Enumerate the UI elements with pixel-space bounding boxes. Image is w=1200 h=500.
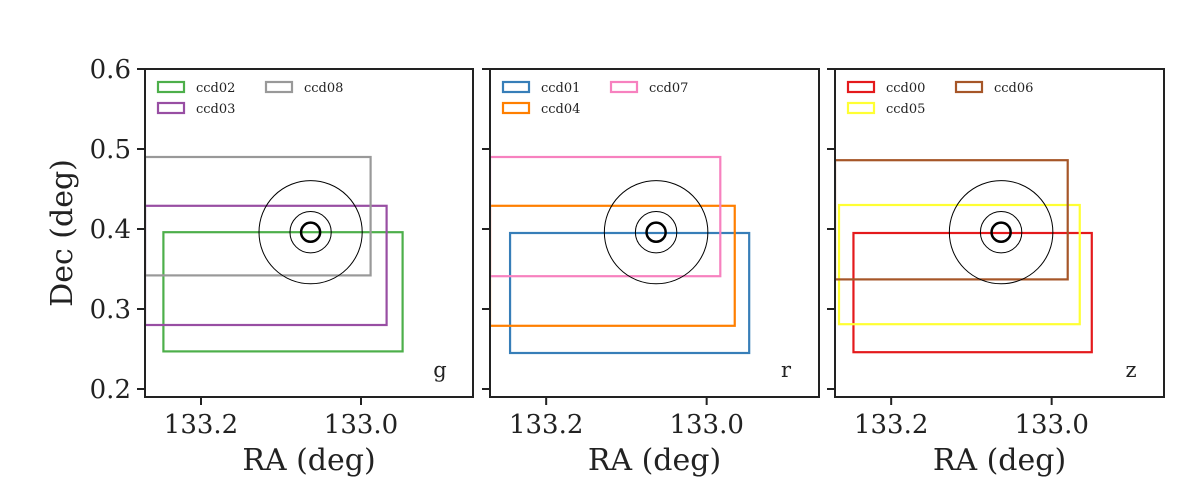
legend-label-ccd01: ccd01 — [541, 81, 580, 96]
target-circle-1 — [289, 211, 332, 254]
x-tick-label: 133.0 — [324, 410, 398, 440]
footprint-ccd02 — [162, 231, 404, 353]
x-tick-label: 133.2 — [509, 410, 583, 440]
panel-z: 133.2 133.0RA (deg) ccd00 ccd05 ccd06 z — [827, 68, 1165, 478]
y-tick-label: 0.3 — [90, 295, 131, 325]
target-circle-0 — [258, 180, 363, 285]
y-tick-label: 0.4 — [90, 215, 131, 245]
y-tick-label: 0.5 — [90, 135, 131, 165]
x-tick-label: 133.0 — [1014, 410, 1088, 440]
y-tick-label: 0.6 — [90, 55, 131, 85]
footprint-ccd00 — [852, 231, 1093, 354]
legend-swatch-ccd02 — [156, 80, 186, 94]
x-axis-label: RA (deg) — [588, 443, 721, 478]
footprint-ccd05 — [837, 203, 1081, 326]
target-circle-1 — [979, 211, 1023, 254]
target-circle-0 — [948, 180, 1054, 285]
footprint-ccd04 — [490, 204, 736, 327]
band-label: r — [781, 358, 792, 382]
target-circle-1 — [634, 211, 678, 254]
band-label: g — [433, 358, 446, 382]
legend-swatch-ccd05 — [846, 101, 876, 115]
legend-label-ccd06: ccd06 — [994, 81, 1033, 96]
legend: ccd01 ccd04 ccd07 — [501, 80, 688, 117]
x-tick-label: 133.2 — [854, 410, 928, 440]
legend: ccd02 ccd03 ccd08 — [156, 80, 343, 117]
footprint-ccd01 — [508, 231, 751, 355]
y-axis-label: Dec (deg) — [45, 159, 80, 307]
band-label: z — [1125, 358, 1136, 382]
plot-area — [835, 159, 1093, 354]
plot-area — [145, 155, 404, 353]
x-axis-label: RA (deg) — [933, 443, 1066, 478]
legend-swatch-ccd00 — [846, 80, 876, 94]
y-tick-label: 0.2 — [90, 375, 131, 405]
footprint-ccd08 — [145, 155, 372, 277]
legend-label-ccd03: ccd03 — [196, 102, 235, 117]
axes-frame — [489, 68, 820, 398]
panel-g: 133.2 133.0 0.2 0.3 0.4 0.5 0.6 RA (deg) Dec (de… — [45, 55, 474, 478]
x-axis-label: RA (deg) — [242, 443, 375, 478]
legend-swatch-ccd04 — [501, 101, 531, 115]
x-tick-label: 133.2 — [164, 410, 238, 440]
legend-label-ccd08: ccd08 — [304, 81, 343, 96]
legend-label-ccd04: ccd04 — [541, 102, 580, 117]
legend: ccd00 ccd05 ccd06 — [846, 80, 1033, 117]
target-circle-2 — [299, 221, 322, 243]
legend-label-ccd05: ccd05 — [886, 102, 925, 117]
target-circle-2 — [990, 221, 1012, 243]
target-circle-2 — [645, 221, 667, 243]
legend-swatch-ccd01 — [501, 80, 531, 94]
footprint-ccd06 — [835, 159, 1069, 281]
axes-frame — [834, 68, 1165, 398]
legend-swatch-ccd06 — [954, 80, 984, 94]
legend-swatch-ccd08 — [264, 80, 294, 94]
plot-area — [490, 155, 751, 355]
axes-frame — [144, 68, 474, 398]
legend-swatch-ccd03 — [156, 101, 186, 115]
legend-label-ccd00: ccd00 — [886, 81, 925, 96]
target-circle-0 — [603, 180, 709, 285]
legend-swatch-ccd07 — [609, 80, 639, 94]
x-tick-label: 133.0 — [669, 410, 743, 440]
panel-r: 133.2 133.0RA (deg) ccd01 ccd04 ccd07 r — [482, 68, 820, 478]
legend-label-ccd07: ccd07 — [649, 81, 688, 96]
footprint-ccd07 — [490, 155, 722, 278]
legend-label-ccd02: ccd02 — [196, 81, 235, 96]
